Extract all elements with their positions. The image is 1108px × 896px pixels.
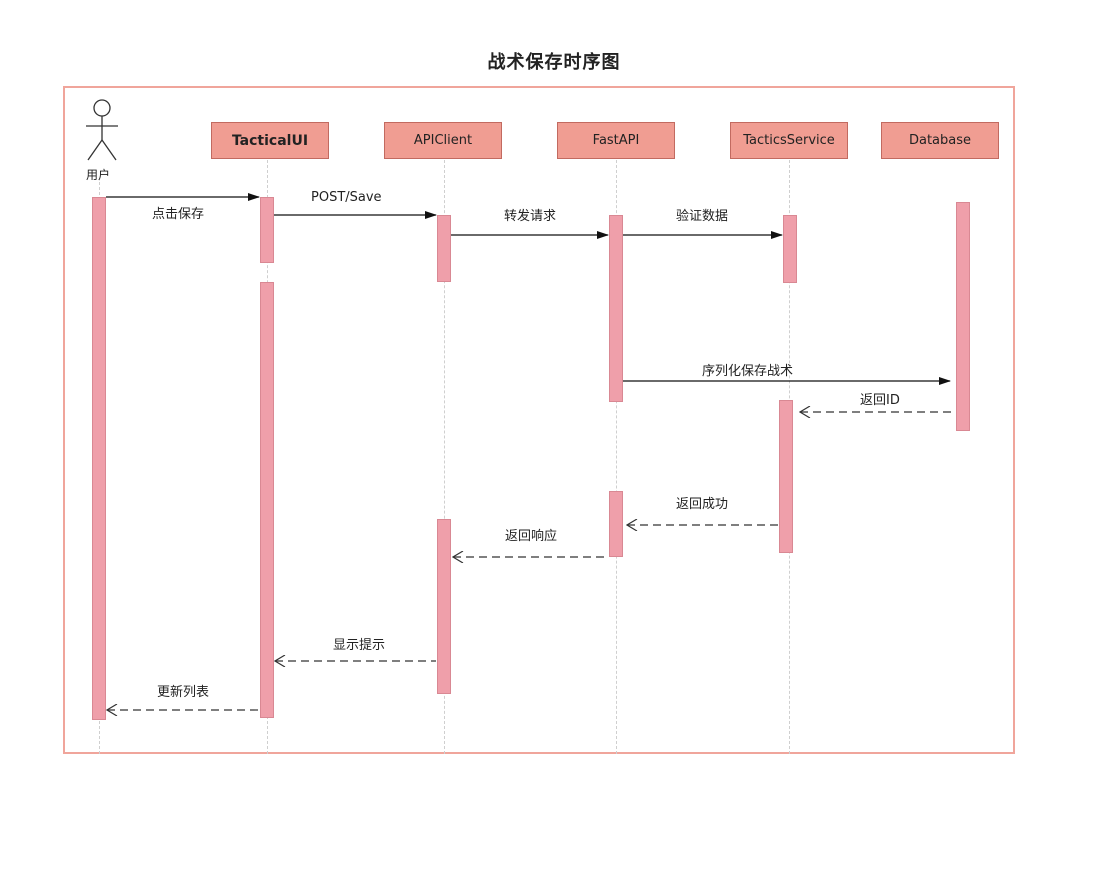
activation-tacticalui-1 <box>260 197 274 263</box>
activation-fastapi-2 <box>609 491 623 557</box>
diagram-frame <box>63 86 1015 754</box>
activation-fastapi-1 <box>609 215 623 402</box>
activation-user <box>92 197 106 720</box>
participant-tacticsservice: TacticsService <box>730 122 848 159</box>
activation-tacticsservice-2 <box>779 400 793 553</box>
message-label: 序列化保存战术 <box>702 364 794 379</box>
participant-database: Database <box>881 122 999 159</box>
participant-tacticalui: TacticalUI <box>211 122 329 159</box>
activation-apiclient-2 <box>437 519 451 694</box>
message-label: 返回成功 <box>676 497 729 512</box>
message-label: 验证数据 <box>676 209 729 224</box>
message-label: 返回响应 <box>505 529 558 544</box>
lifeline-fastapi <box>616 160 617 754</box>
message-label: 转发请求 <box>504 209 557 224</box>
diagram-title: 战术保存时序图 <box>487 52 621 73</box>
participant-fastapi: FastAPI <box>557 122 675 159</box>
message-label: 显示提示 <box>333 638 386 653</box>
activation-tacticalui-2 <box>260 282 274 718</box>
message-label: POST/Save <box>311 190 382 205</box>
actor-label: 用户 <box>86 168 111 182</box>
activation-apiclient-1 <box>437 215 451 282</box>
user-actor-icon <box>86 99 118 161</box>
message-label: 点击保存 <box>152 207 205 222</box>
activation-database <box>956 202 970 431</box>
lifeline-apiclient <box>444 160 445 754</box>
message-label: 更新列表 <box>157 685 210 700</box>
message-label: 返回ID <box>860 393 900 408</box>
participant-apiclient: APIClient <box>384 122 502 159</box>
activation-tacticsservice-1 <box>783 215 797 283</box>
